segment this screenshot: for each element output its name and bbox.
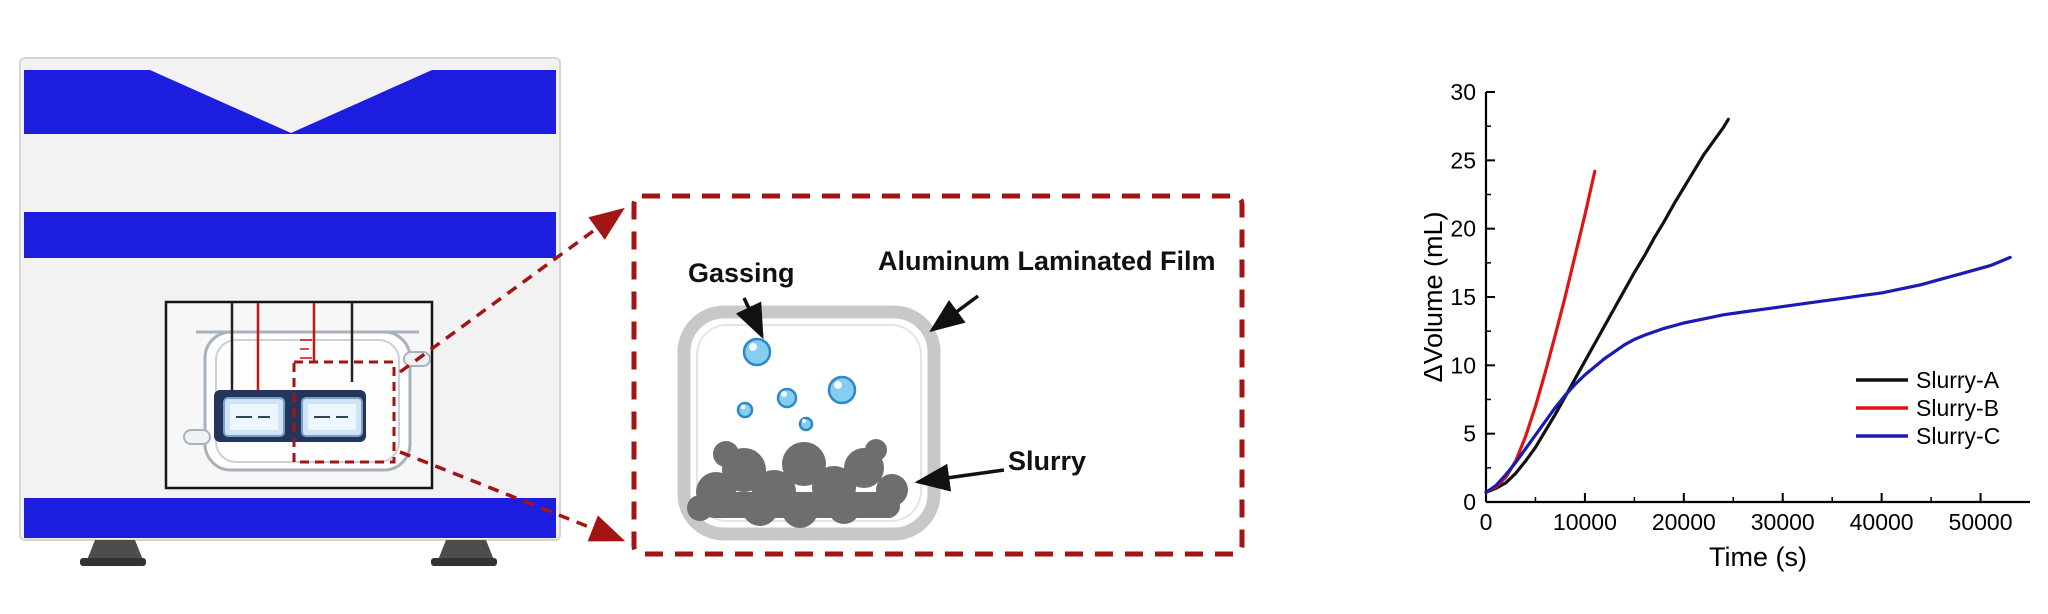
chart-svg: 0 10000 20000 30000 40000 50000 0 5 10 15 20 25 30Sl…	[1418, 79, 2030, 572]
y-tick-label: 10	[1450, 352, 1476, 378]
display-panel	[214, 390, 366, 442]
gassing-arrow	[735, 297, 764, 340]
x-tick-label: 0	[1480, 509, 1493, 535]
gassing-label: Gassing	[688, 258, 795, 288]
series-Slurry-B	[1484, 169, 1597, 494]
display-screen-right	[301, 397, 363, 437]
legend-label-Slurry-A: Slurry-A	[1916, 367, 2000, 393]
series-Slurry-C	[1484, 255, 2012, 494]
x-tick-label: 30000	[1751, 509, 1815, 535]
slurry-arrow	[914, 463, 1005, 492]
aluminum-laminated-film-label: Aluminum Laminated Film	[878, 246, 1216, 276]
x-tick-label: 20000	[1652, 509, 1716, 535]
x-tick-label: 10000	[1553, 509, 1617, 535]
apparatus-feet	[80, 540, 497, 566]
left-spout	[183, 429, 211, 445]
callout-arrows	[735, 294, 1005, 492]
legend-label-Slurry-C: Slurry-C	[1916, 423, 2000, 449]
legend-label-Slurry-B: Slurry-B	[1916, 395, 1999, 421]
apparatus-illustration	[19, 57, 561, 566]
slurry-blobs	[687, 439, 908, 528]
y-tick-label: 15	[1450, 284, 1476, 310]
slurry-label: Slurry	[1008, 446, 1087, 476]
x-tick-label: 50000	[1949, 509, 2013, 535]
y-tick-label: 5	[1463, 421, 1476, 447]
y-tick-label: 25	[1450, 147, 1476, 173]
y-tick-label: 0	[1463, 489, 1476, 515]
y-axis-title: ΔVolume (mL)	[1424, 211, 1448, 382]
x-axis-title: Time (s)	[1709, 542, 1807, 572]
x-tick-label: 40000	[1850, 509, 1914, 535]
bottom-blue-band	[24, 498, 556, 538]
y-tick-label: 20	[1450, 216, 1476, 242]
mid-blue-band	[24, 212, 556, 258]
zoom-link-arrows	[398, 207, 626, 542]
zoom-highlight-rect	[292, 360, 396, 464]
series-Slurry-A	[1484, 117, 1730, 494]
probe-lines	[230, 303, 354, 398]
apparatus-body	[19, 57, 561, 541]
top-band-notch	[150, 70, 432, 133]
display-screen-left	[223, 397, 285, 437]
y-tick-label: 30	[1450, 79, 1476, 105]
gas-bubbles	[736, 337, 857, 432]
film-arrow	[929, 294, 980, 333]
